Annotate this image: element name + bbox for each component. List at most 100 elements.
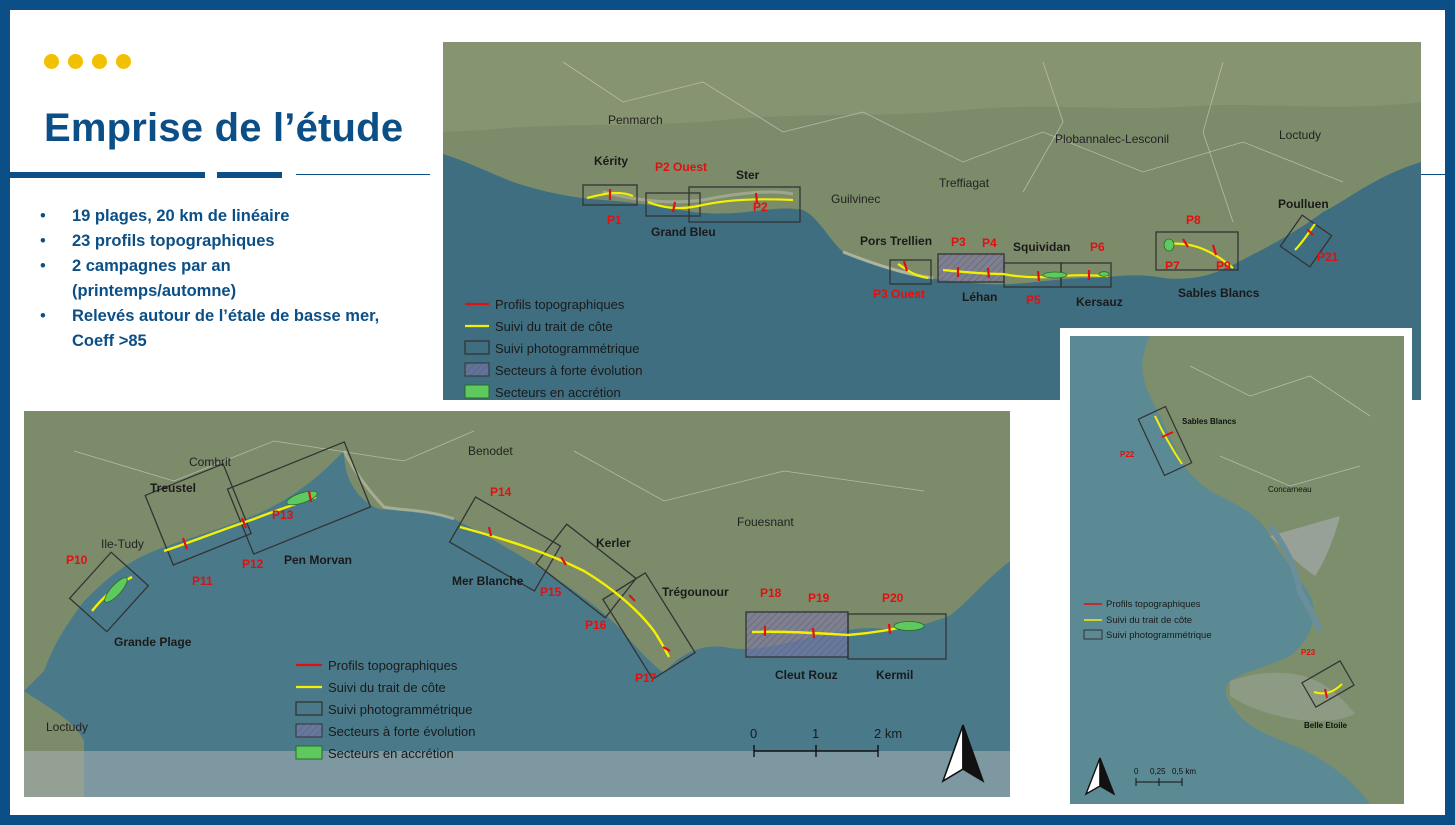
beach-label: Pors Trellien — [860, 234, 932, 248]
beach-label: Mer Blanche — [452, 574, 524, 588]
legend-label: Suivi photogrammétrique — [328, 702, 473, 717]
dot-icon — [116, 54, 131, 69]
scale-label: 0,25 — [1150, 767, 1166, 776]
profile-label: P12 — [242, 557, 264, 571]
title-rule — [1420, 174, 1445, 175]
legend-label: Secteurs en accrétion — [495, 385, 621, 400]
beach-label: Kerler — [596, 536, 631, 550]
profile-label: P7 — [1165, 259, 1180, 273]
legend-label: Suivi du trait de côte — [495, 319, 613, 334]
scale-label: 0 — [750, 726, 757, 741]
place-label: Sables Blancs — [1182, 417, 1237, 426]
scale-label: 1 — [812, 726, 819, 741]
map-penmarch-loctudy: Penmarch Guilvinec Treffiagat Plobannale… — [443, 42, 1421, 400]
profile-label: P22 — [1120, 450, 1135, 459]
legend-label: Suivi photogrammétrique — [495, 341, 640, 356]
profile-label: P23 — [1301, 648, 1316, 657]
scale-bar: 0 1 2 km — [750, 726, 902, 757]
slide: Emprise de l’étude 19 plages, 20 km de l… — [10, 10, 1445, 815]
legend-label: Secteurs à forte évolution — [328, 724, 475, 739]
profile-label: P9 — [1216, 259, 1231, 273]
profile-label: P2 — [753, 200, 768, 214]
profile-label: P14 — [490, 485, 512, 499]
bullet-item: 2 campagnes par an (printemps/automne) — [36, 254, 456, 304]
scale-label: 0 — [1134, 767, 1139, 776]
beach-label: Ster — [736, 168, 760, 182]
place-label: Treffiagat — [939, 176, 990, 190]
beach-label: Kermil — [876, 668, 913, 682]
beach-label: Treustel — [150, 481, 196, 495]
legend-label: Profils topographiques — [1106, 599, 1201, 610]
place-label: Belle Etoile — [1304, 721, 1348, 730]
profile-label: P5 — [1026, 293, 1041, 307]
profile-label: P15 — [540, 585, 562, 599]
profile-label: P2 Ouest — [655, 160, 707, 174]
bullet-line: Relevés autour de l’étale de basse mer, — [72, 307, 380, 325]
place-label: Penmarch — [608, 113, 663, 127]
profile-label: P19 — [808, 591, 830, 605]
bullet-line: 2 campagnes par an — [72, 257, 231, 275]
profile-label: P17 — [635, 671, 657, 685]
map-concarneau-frame: Sables Blancs Concarneau Belle Etoile P2… — [1060, 328, 1412, 813]
map-legend: Profils topographiques Suivi du trait de… — [464, 297, 642, 400]
beach-label: Grand Bleu — [651, 225, 716, 239]
north-arrow-icon — [941, 724, 985, 783]
profile-label: P11 — [192, 574, 213, 588]
page-title: Emprise de l’étude — [44, 106, 404, 150]
title-rule — [296, 174, 430, 175]
decorative-dots — [44, 54, 131, 69]
beach-label: Squividan — [1013, 240, 1070, 254]
profile-label: P16 — [585, 618, 607, 632]
place-label: Fouesnant — [737, 515, 794, 529]
place-label: Loctudy — [1279, 128, 1321, 142]
bullet-line: Coeff >85 — [72, 332, 147, 350]
profile-label: P3 Ouest — [873, 287, 925, 301]
dot-icon — [44, 54, 59, 69]
profile-label: P8 — [1186, 213, 1201, 227]
bullet-item: 19 plages, 20 km de linéaire — [36, 204, 456, 229]
legend-label: Profils topographiques — [328, 658, 458, 673]
scale-bar: 0 0,25 0,5 km — [1134, 767, 1196, 786]
profile-label: P18 — [760, 586, 782, 600]
beach-label: Cleut Rouz — [775, 668, 838, 682]
profile-label: P6 — [1090, 240, 1105, 254]
scale-label: 2 km — [874, 726, 902, 741]
legend-label: Suivi photogrammétrique — [1106, 630, 1212, 641]
bullet-line: (printemps/automne) — [72, 282, 237, 300]
beach-label: Kérity — [594, 154, 628, 168]
place-label: Guilvinec — [831, 192, 880, 206]
profile-label: P1 — [607, 213, 622, 227]
beach-label: Trégounour — [662, 585, 729, 599]
profile-label: P10 — [66, 553, 88, 567]
place-label: Loctudy — [46, 720, 88, 734]
profile-label: P3 — [951, 235, 966, 249]
profile-label: P13 — [272, 508, 294, 522]
beach-label: Kersauz — [1076, 295, 1123, 309]
place-label: Plobannalec-Lesconil — [1055, 132, 1169, 146]
profile-label: P21 — [1317, 250, 1339, 264]
place-label: Concarneau — [1268, 485, 1312, 494]
beach-label: Sables Blancs — [1178, 286, 1260, 300]
place-label: Combrit — [189, 455, 232, 469]
place-label: Ile-Tudy — [101, 537, 144, 551]
map-legend: Profils topographiques Suivi du trait de… — [1083, 599, 1212, 641]
profile-label: P4 — [982, 236, 997, 250]
legend-label: Secteurs en accrétion — [328, 746, 454, 761]
place-label: Benodet — [468, 444, 513, 458]
legend-label: Profils topographiques — [495, 297, 625, 312]
bullet-list: 19 plages, 20 km de linéaire 23 profils … — [36, 204, 456, 354]
title-rule — [10, 172, 205, 178]
scale-label: 0,5 km — [1172, 767, 1196, 776]
bullet-item: 23 profils topographiques — [36, 229, 456, 254]
legend-label: Secteurs à forte évolution — [495, 363, 642, 378]
beach-label: Léhan — [962, 290, 997, 304]
beach-label: Poulluen — [1278, 197, 1329, 211]
beach-label: Pen Morvan — [284, 553, 352, 567]
bullet-item: Relevés autour de l’étale de basse mer, C… — [36, 304, 456, 354]
legend-label: Suivi du trait de côte — [328, 680, 446, 695]
map-concarneau: Sables Blancs Concarneau Belle Etoile P2… — [1070, 336, 1404, 804]
profile-label: P20 — [882, 591, 904, 605]
dot-icon — [92, 54, 107, 69]
beach-label: Grande Plage — [114, 635, 192, 649]
map-legend: Profils topographiques Suivi du trait de… — [295, 658, 475, 761]
